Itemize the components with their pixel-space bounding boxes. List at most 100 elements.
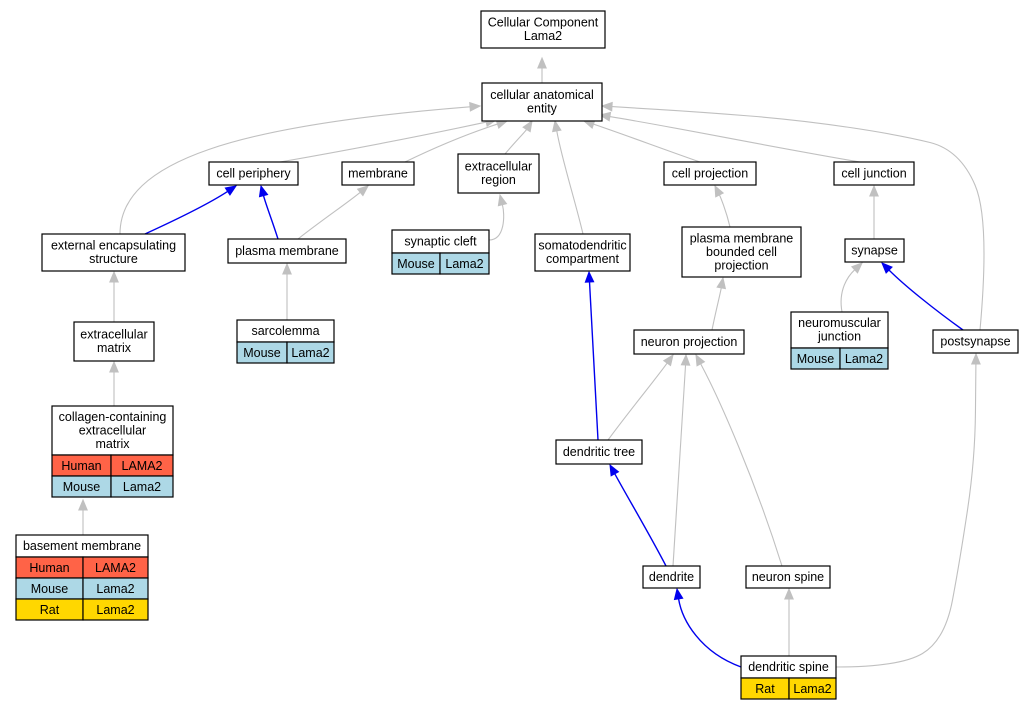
node-neuron-spine[interactable]: neuron spine [745, 565, 831, 589]
node-synapse[interactable]: synapse [844, 238, 905, 263]
edge-line [262, 195, 279, 240]
edge-neuron_projection-to-pm_bounded [711, 276, 727, 331]
edges-layer [78, 56, 985, 668]
edge-collagen_ecm-to-extracellular_matrix [109, 360, 119, 406]
edge-arrowhead [609, 463, 620, 477]
edge-arrowhead [850, 262, 863, 274]
node-label-line: extracellular [80, 328, 147, 342]
node-cell-periphery[interactable]: cell periphery [208, 161, 299, 186]
edge-line [144, 190, 229, 235]
edge-arrowhead [258, 184, 269, 198]
node-label-line: sarcolemma [251, 324, 319, 338]
edge-arrowhead [784, 587, 794, 600]
node-label-line: dendritic tree [563, 445, 635, 459]
node-collagen-ecm[interactable]: collagen-containingextracellularmatrixHu… [51, 405, 174, 498]
node-membrane[interactable]: membrane [341, 161, 415, 186]
edge-line [279, 121, 487, 163]
edge-arrowhead [109, 270, 119, 283]
gene-cell [82, 598, 149, 621]
edge-line [297, 191, 361, 240]
edge-cell_junction-to-cae [598, 111, 861, 163]
node-label-line: matrix [97, 341, 132, 355]
edge-arrowhead [600, 101, 613, 112]
edge-line [840, 269, 856, 313]
edge-arrowhead [522, 119, 533, 133]
edge-line [835, 363, 977, 668]
node-box [633, 329, 745, 355]
node-dendrite[interactable]: dendrite [642, 565, 701, 589]
edge-arrowhead [109, 360, 119, 373]
node-dendritic-tree[interactable]: dendritic tree [555, 439, 643, 465]
node-label-line: external encapsulating [51, 239, 176, 253]
edge-postsynapse-to-cae [600, 101, 985, 331]
node-cell-junction[interactable]: cell junction [833, 161, 915, 186]
species-name: Mouse [63, 480, 101, 494]
node-box [480, 10, 606, 49]
node-box [51, 405, 174, 456]
edge-arrowhead [716, 276, 727, 290]
edge-external_encapsulating-to-cell_periphery [144, 185, 238, 235]
edge-arrowhead [584, 270, 595, 283]
node-label-line: synaptic cleft [404, 234, 477, 248]
edge-extracellular_matrix-to-external_encapsulating [109, 270, 119, 322]
edge-dendritic_tree-to-neuron_projection [607, 353, 674, 441]
node-box [208, 161, 299, 186]
edge-arrowhead [497, 193, 508, 207]
edge-line [609, 116, 861, 163]
node-label-line: synapse [851, 243, 898, 257]
node-box [932, 329, 1019, 354]
node-plasma-membrane[interactable]: plasma membrane [227, 238, 347, 264]
gene-name: Lama2 [96, 582, 134, 596]
species-name: Rat [755, 682, 775, 696]
edge-dendritic_tree-to-somatodendritic [584, 270, 599, 441]
edge-cae-to-root [537, 56, 547, 83]
gene-name: Lama2 [793, 682, 831, 696]
node-label-line: dendritic spine [748, 660, 829, 674]
edge-arrowhead [970, 352, 981, 365]
node-postsynapse[interactable]: postsynapse [932, 329, 1019, 354]
gene-name: Lama2 [845, 352, 883, 366]
gene-cell [839, 347, 889, 370]
edge-dendrite-to-dendritic_tree [609, 463, 667, 567]
edge-line [672, 364, 687, 567]
node-label-line: cell projection [672, 166, 748, 180]
edge-line [700, 363, 783, 567]
edge-dendrite-to-neuron_projection [672, 353, 691, 567]
gene-name: Lama2 [123, 480, 161, 494]
node-box [227, 238, 347, 264]
node-label-line: extracellular [465, 160, 532, 174]
edge-postsynapse-to-synapse [881, 262, 964, 331]
edge-line [611, 106, 985, 331]
edge-dendritic_spine-to-neuron_spine [784, 587, 794, 656]
edge-arrowhead [662, 353, 674, 367]
edge-line [588, 281, 599, 441]
node-label-line: compartment [546, 252, 619, 266]
edge-line [404, 123, 498, 163]
edge-synapse-to-cell_junction [869, 184, 879, 239]
node-neuron-projection[interactable]: neuron projection [633, 329, 745, 355]
edge-line [593, 123, 701, 163]
gene-name: Lama2 [96, 603, 134, 617]
edge-nmj-to-synapse [840, 262, 863, 313]
gene-cell [110, 475, 174, 498]
edge-neuron_spine-to-neuron_projection [695, 353, 783, 567]
node-cell-projection[interactable]: cell projection [663, 161, 757, 186]
